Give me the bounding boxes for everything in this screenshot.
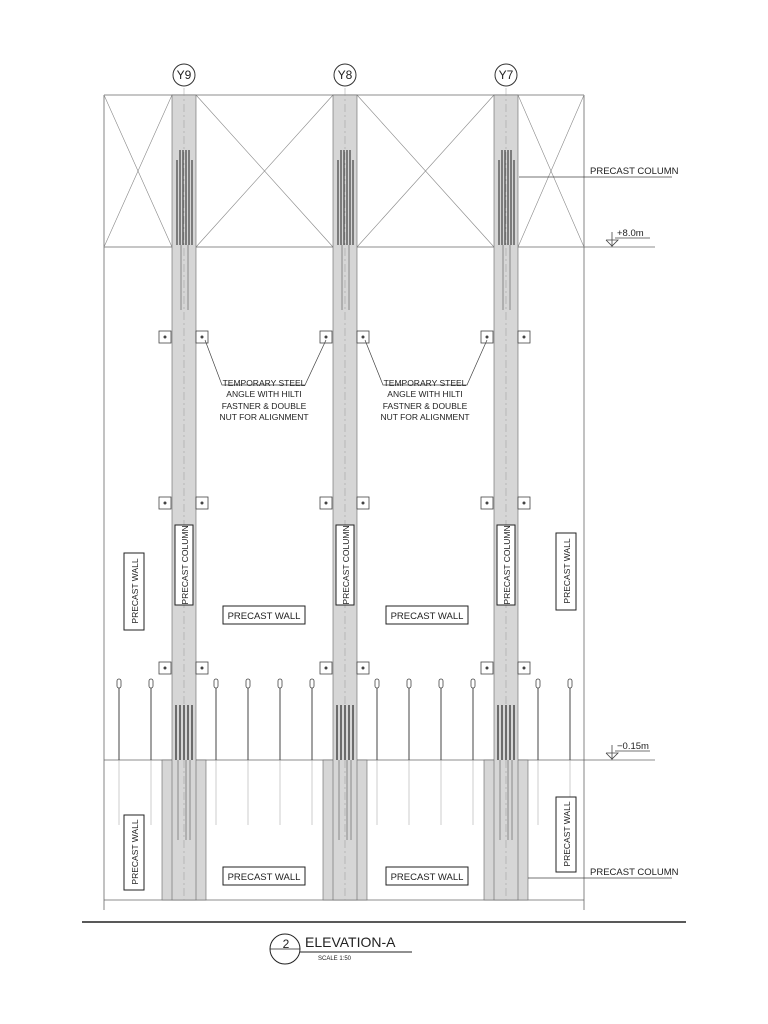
level-marker-upper bbox=[605, 232, 650, 247]
note-left-line4: NUT FOR ALIGNMENT bbox=[219, 412, 308, 422]
grid-label-y9: Y9 bbox=[177, 68, 192, 82]
rebar-bottom-extension bbox=[177, 760, 513, 840]
wall-label-right-upper: PRECAST WALL bbox=[562, 538, 572, 603]
level-marker-lower bbox=[605, 745, 650, 760]
column-label-y7: PRECAST COLUMN bbox=[502, 525, 512, 604]
callout-precast-column-top: PRECAST COLUMN bbox=[590, 166, 679, 177]
starter-bar-tips bbox=[116, 678, 573, 689]
note-right-line4: NUT FOR ALIGNMENT bbox=[380, 412, 469, 422]
note-left-line1: TEMPORARY STEEL bbox=[223, 378, 306, 388]
grid-label-y8: Y8 bbox=[338, 68, 353, 82]
note-left-line3: FASTNER & DOUBLE bbox=[222, 401, 307, 411]
wall-label-bottom-right: PRECAST WALL bbox=[391, 872, 464, 883]
title-block: 2 ELEVATION-A SCALE 1:50 bbox=[269, 933, 412, 965]
rebar-bottom bbox=[175, 705, 515, 760]
column-label-y9: PRECAST COLUMN bbox=[180, 525, 190, 604]
note-left-line2: ANGLE WITH HILTI bbox=[226, 389, 301, 399]
callout-leaders bbox=[519, 176, 672, 879]
wall-label-right-lower: PRECAST WALL bbox=[562, 801, 572, 866]
plate-bolts bbox=[163, 335, 526, 670]
note-right: TEMPORARY STEEL ANGLE WITH HILTI FASTNER… bbox=[380, 378, 469, 422]
grid-bubbles bbox=[172, 63, 518, 87]
column-label-y8: PRECAST COLUMN bbox=[341, 525, 351, 604]
rebar-top bbox=[176, 150, 515, 245]
wall-label-boxes-vertical bbox=[123, 532, 577, 891]
wall-label-boxes-horizontal bbox=[222, 605, 469, 886]
title-scale: SCALE 1:50 bbox=[318, 956, 352, 962]
grid-label-y7: Y7 bbox=[499, 68, 514, 82]
callout-precast-column-bottom: PRECAST COLUMN bbox=[590, 867, 679, 878]
wall-label-bottom-left: PRECAST WALL bbox=[228, 872, 301, 883]
grid-lines bbox=[183, 88, 507, 900]
wall-label-left-lower: PRECAST WALL bbox=[130, 819, 140, 884]
level-label-upper: +8.0m bbox=[617, 228, 644, 239]
starter-bars bbox=[118, 683, 571, 760]
level-label-lower: −0.15m bbox=[617, 741, 649, 752]
title-number: 2 bbox=[283, 937, 290, 951]
wall-label-mid-right: PRECAST WALL bbox=[391, 611, 464, 622]
note-left: TEMPORARY STEEL ANGLE WITH HILTI FASTNER… bbox=[219, 378, 308, 422]
note-right-line2: ANGLE WITH HILTI bbox=[387, 389, 462, 399]
note-right-line3: FASTNER & DOUBLE bbox=[383, 401, 468, 411]
rebar-top-extension bbox=[180, 245, 511, 310]
wall-label-left-upper: PRECAST WALL bbox=[130, 558, 140, 623]
note-right-line1: TEMPORARY STEEL bbox=[384, 378, 467, 388]
starter-bars-below bbox=[118, 760, 571, 825]
note-leaders bbox=[204, 339, 488, 386]
wall-label-mid-left: PRECAST WALL bbox=[228, 611, 301, 622]
column-label-boxes bbox=[174, 524, 516, 606]
bracing-crosses bbox=[103, 94, 585, 248]
title-name: ELEVATION-A bbox=[305, 934, 396, 950]
